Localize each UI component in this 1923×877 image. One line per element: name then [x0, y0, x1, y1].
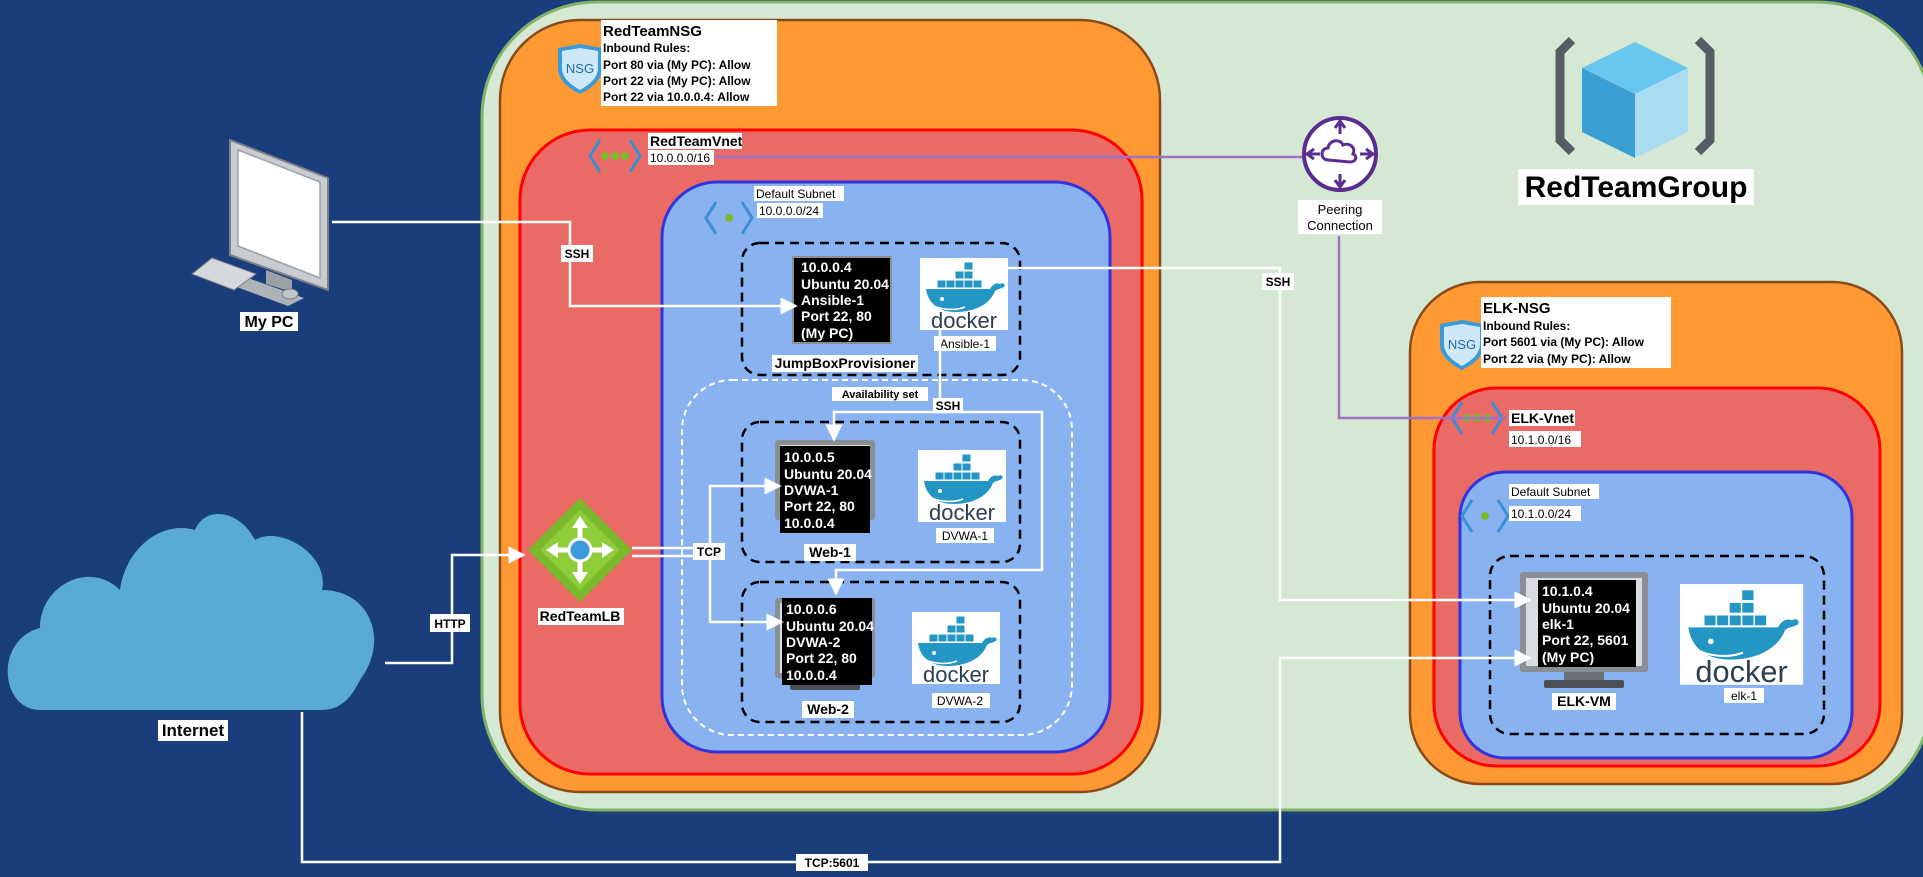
- elk-container: elk-1: [1731, 689, 1757, 703]
- ssh-label: SSH: [936, 399, 961, 413]
- red-nsg-name: RedTeamNSG: [603, 23, 702, 40]
- nsg-shield-icon: NSG: [1440, 320, 1484, 370]
- red-vnet-cidr: 10.0.0.0/16: [650, 151, 710, 165]
- vm-line: (My PC): [1542, 649, 1594, 665]
- vm-line: Port 22, 80: [786, 650, 857, 666]
- tcp-connection: [300, 649, 1532, 864]
- vm-line: 10.0.0.6: [786, 601, 837, 617]
- vm-line: Ubuntu 20.04: [1542, 600, 1630, 616]
- elk-subnet-name: Default Subnet: [1511, 485, 1591, 499]
- tcp-5601-label: TCP:5601: [805, 856, 860, 870]
- docker-icon: [911, 611, 1001, 688]
- ssh-label: SSH: [1266, 275, 1291, 289]
- pc-icon[interactable]: [191, 138, 329, 306]
- elk-vnet-name: ELK-Vnet: [1511, 410, 1574, 426]
- vm-line: elk-1: [1542, 616, 1574, 632]
- web2-container: DVWA-2: [937, 694, 984, 708]
- resource-group-title: RedTeamGroup: [1525, 171, 1748, 204]
- docker-icon: [917, 449, 1007, 526]
- tcp-connection: [632, 554, 784, 631]
- jumpbox-name: JumpBoxProvisioner: [775, 355, 916, 371]
- tcp-label: TCP: [697, 545, 721, 559]
- vm-line: (My PC): [801, 325, 853, 341]
- vm-line: Ubuntu 20.04: [784, 466, 872, 482]
- availability-set-label: Availability set: [842, 389, 919, 401]
- svg-text:NSG: NSG: [1448, 337, 1476, 352]
- red-nsg-rule: Port 22 via 10.0.0.4: Allow: [603, 90, 750, 104]
- vm-line: DVWA-1: [784, 482, 839, 498]
- elk-nsg-name: ELK-NSG: [1483, 300, 1551, 317]
- ssh-connection: [332, 220, 798, 315]
- web1-group: [740, 420, 1022, 564]
- web1-container: DVWA-1: [942, 529, 989, 543]
- resource-group-icon: [1555, 36, 1715, 158]
- red-nsg-rule: Port 80 via (My PC): Allow: [603, 58, 751, 72]
- vm-line: 10.0.0.4: [801, 259, 852, 275]
- web2-group: [740, 580, 1022, 724]
- elk-nsg-rules-heading: Inbound Rules:: [1483, 319, 1570, 333]
- elk-vm-name: ELK-VM: [1557, 693, 1611, 709]
- lb-name: RedTeamLB: [540, 608, 621, 624]
- http-label: HTTP: [434, 617, 465, 631]
- elk-vm-group: [1488, 554, 1826, 736]
- peering-label-1: Peering: [1318, 202, 1363, 217]
- vm-line: DVWA-2: [786, 634, 841, 650]
- vm-line: Port 22, 80: [784, 498, 855, 514]
- red-nsg-rule: Port 22 via (My PC): Allow: [603, 74, 751, 88]
- elk-subnet-cidr: 10.1.0.0/24: [1511, 507, 1571, 521]
- svg-text:NSG: NSG: [566, 61, 594, 76]
- red-nsg-rules-heading: Inbound Rules:: [603, 41, 690, 55]
- jumpbox-container: Ansible-1: [940, 337, 990, 351]
- red-subnet-cidr: 10.0.0.0/24: [759, 204, 819, 218]
- web2-name: Web-2: [807, 701, 849, 717]
- vm-line: Ubuntu 20.04: [801, 276, 889, 292]
- red-vnet-name: RedTeamVnet: [650, 133, 743, 149]
- tcp-connection: [632, 477, 782, 550]
- cloud-icon: [7, 513, 375, 710]
- vm-line: 10.0.0.4: [786, 667, 837, 683]
- ssh-connection: [825, 330, 942, 442]
- load-balancer-icon: [528, 498, 632, 602]
- availability-set: [681, 379, 1073, 736]
- jumpbox-group: [740, 241, 1022, 377]
- vm-line: Ansible-1: [801, 292, 864, 308]
- vm-line: 10.0.0.5: [784, 449, 835, 465]
- elk-nsg-rule: Port 5601 via (My PC): Allow: [1483, 335, 1645, 349]
- jumpbox-vm-icon: [792, 256, 892, 344]
- peering-label-2: Connection: [1307, 218, 1373, 233]
- elk-nsg-rule: Port 22 via (My PC): Allow: [1483, 352, 1631, 366]
- elk-vnet-cidr: 10.1.0.0/16: [1511, 433, 1571, 447]
- vm-line: Port 22, 5601: [1542, 632, 1629, 648]
- vm-line: Port 22, 80: [801, 308, 872, 324]
- http-connection: [385, 546, 526, 665]
- docker-icon: [1678, 582, 1805, 691]
- docker-icon: [919, 257, 1009, 334]
- ssh-label: SSH: [565, 247, 590, 261]
- nsg-shield-icon: NSG: [558, 44, 602, 94]
- vm-line: Ubuntu 20.04: [786, 618, 874, 634]
- internet-label: Internet: [162, 721, 225, 740]
- peering-line: [1337, 236, 1506, 420]
- vm-line: 10.0.0.4: [784, 515, 835, 531]
- web1-name: Web-1: [809, 544, 851, 560]
- peering-icon: [1302, 116, 1378, 192]
- vm-line: 10.1.0.4: [1542, 583, 1593, 599]
- ssh-connection: [1008, 266, 1532, 609]
- my-pc-label: My PC: [245, 314, 294, 331]
- red-subnet-name: Default Subnet: [756, 187, 836, 201]
- ssh-connection: [827, 410, 1044, 596]
